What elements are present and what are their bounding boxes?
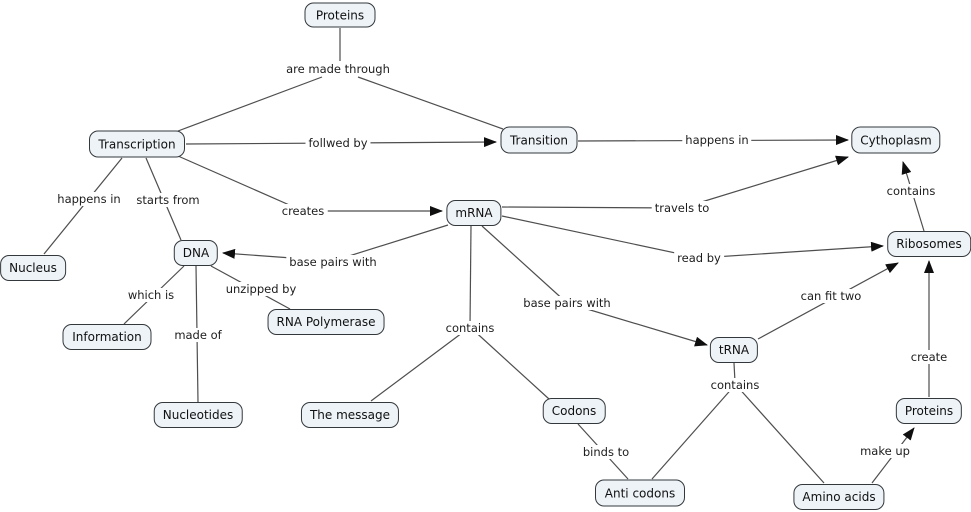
link-label-happens-in-cytoplasm[interactable]: happens in [682,133,752,147]
node-codons[interactable]: Codons [542,398,606,424]
node-amino-acids[interactable]: Amino acids [793,484,885,510]
connector-segment [481,225,568,304]
link-label-read-by[interactable]: read by [674,251,724,265]
link-label-starts-from[interactable]: starts from [133,193,203,207]
link-label-contains-mrna[interactable]: contains [442,321,498,335]
connector-segment [566,302,708,347]
connector-segment [469,326,550,400]
connector-segment [177,155,304,212]
link-label-create[interactable]: create [907,350,951,364]
connector-segment [370,326,471,402]
link-label-base-pairs-with-trna[interactable]: base pairs with [520,296,614,310]
node-transcription[interactable]: Transcription [89,130,185,158]
connector-segment [469,225,472,328]
link-label-can-fit-two[interactable]: can fit two [797,289,865,303]
connector-segment [698,241,884,259]
node-nucleotides[interactable]: Nucleotides [153,402,243,428]
node-proteins-bottom[interactable]: Proteins [895,398,963,424]
link-label-happens-in-nucleus[interactable]: happens in [54,192,124,206]
connector-segment [735,384,825,484]
node-proteins-top[interactable]: Proteins [304,2,376,28]
node-the-message[interactable]: The message [300,402,400,428]
connector-segment [501,215,700,259]
node-transition[interactable]: Transition [500,126,578,154]
node-trna[interactable]: tRNA [709,337,759,363]
link-label-make-up[interactable]: make up [857,444,913,458]
connector-segment [357,76,504,130]
node-rna-polymerase[interactable]: RNA Polymerase [267,309,385,335]
link-label-are-made-through[interactable]: are made through [283,62,393,76]
link-label-contains-cytoplasm[interactable]: contains [883,184,939,198]
connector-lines [43,28,934,484]
link-label-made-of[interactable]: made of [171,328,225,342]
node-cythoplasm[interactable]: Cythoplasm [851,126,941,154]
node-mrna[interactable]: mRNA [446,200,502,226]
node-anti-codons[interactable]: Anti codons [595,479,685,507]
link-label-binds-to[interactable]: binds to [579,445,633,459]
link-label-travels-to[interactable]: travels to [651,201,713,215]
node-nucleus[interactable]: Nucleus [0,255,66,281]
link-label-unzipped-by[interactable]: unzipped by [222,282,300,296]
connector-segment [651,384,736,480]
link-label-follwed-by[interactable]: follwed by [305,136,371,150]
connector-segment [681,155,849,209]
node-information[interactable]: Information [62,324,152,350]
node-dna[interactable]: DNA [173,240,219,266]
connector-segment [177,76,323,132]
connector-segment [43,157,123,255]
link-label-creates[interactable]: creates [278,204,328,218]
link-label-base-pairs-with-dna[interactable]: base pairs with [286,255,380,269]
link-label-contains-trna[interactable]: contains [707,378,763,392]
link-label-which-is[interactable]: which is [124,288,178,302]
node-ribosomes[interactable]: Ribosomes [887,231,971,257]
